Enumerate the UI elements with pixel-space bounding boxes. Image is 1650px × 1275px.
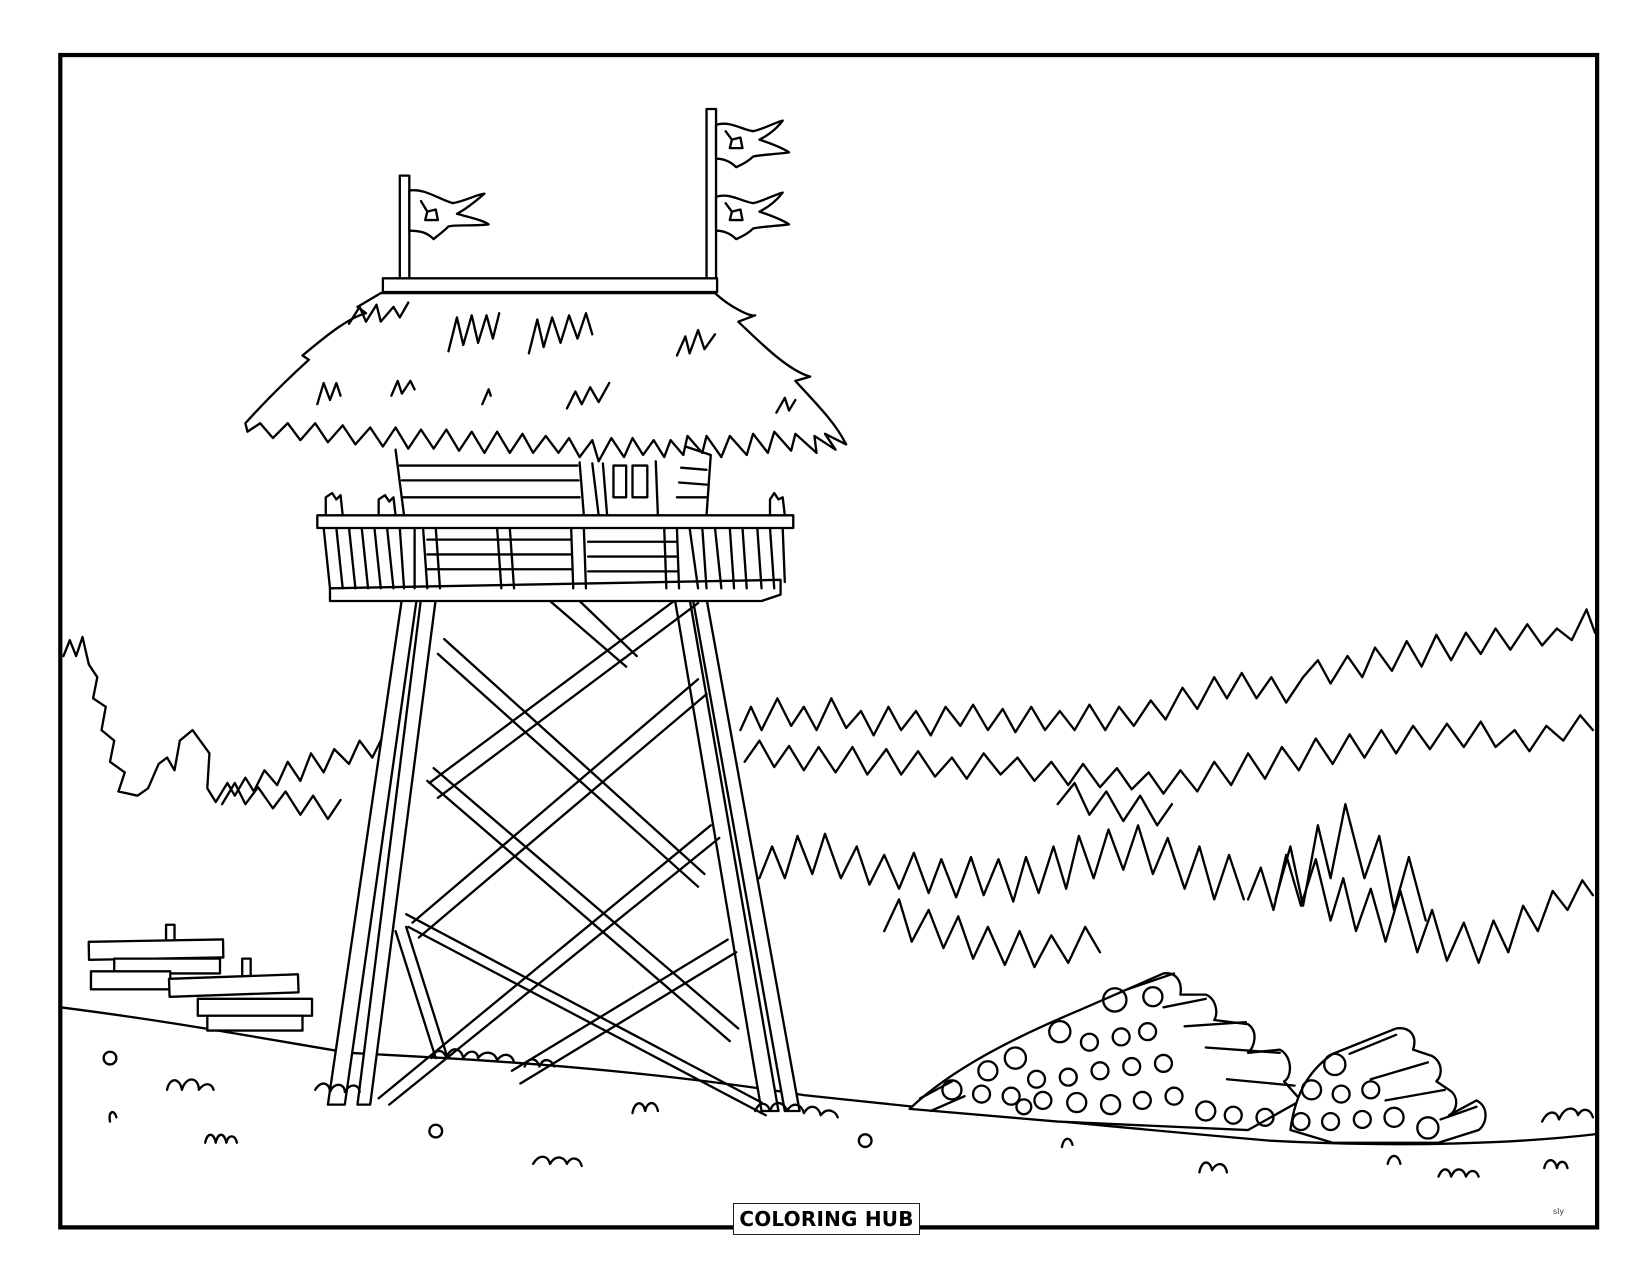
thatched-roof — [244, 291, 848, 463]
flag-right — [705, 107, 791, 280]
tower-deck — [328, 578, 782, 603]
roof-cap-beam — [381, 277, 719, 294]
wooden-fence-stack — [87, 923, 314, 1032]
grass-tufts — [108, 1048, 1595, 1178]
log-pile-right — [1289, 1027, 1487, 1144]
tower-leg-right — [673, 597, 780, 1113]
pebbles — [102, 1050, 873, 1149]
log-pile-left — [908, 972, 1303, 1132]
coloring-hub-logo: COLORING HUB — [733, 1203, 920, 1235]
artist-signature: sly — [1553, 1207, 1565, 1216]
treeline-front — [743, 714, 1595, 969]
thatch-strokes — [316, 301, 797, 414]
flag-left — [398, 174, 490, 280]
treeline-back — [62, 608, 1597, 821]
tower-cabin — [394, 443, 712, 517]
watchtower — [244, 277, 848, 1117]
tower-railing-top — [316, 514, 795, 530]
ground-line — [59, 1006, 1597, 1146]
